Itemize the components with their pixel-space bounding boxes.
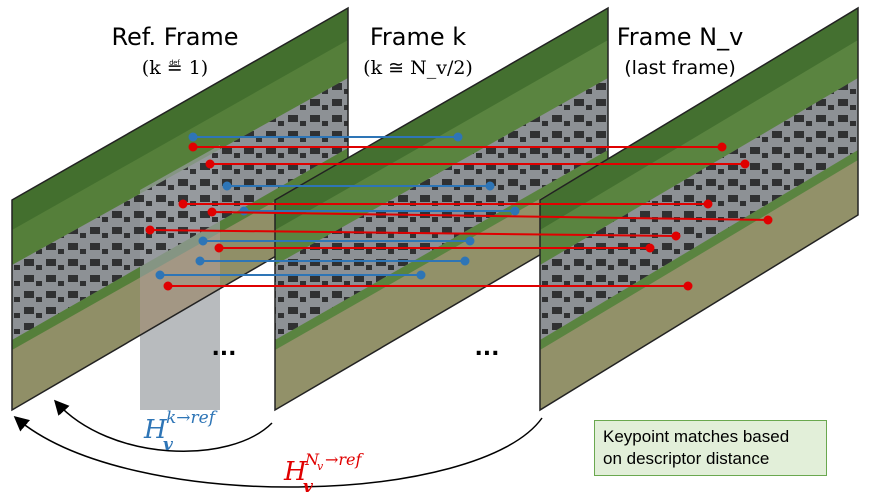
red-match-line bbox=[149, 229, 677, 237]
frame-sub-k: (k ≅ N_v/2) bbox=[363, 57, 473, 79]
svg-text:H: H bbox=[143, 415, 168, 445]
ellipsis-2: ... bbox=[474, 336, 499, 361]
svg-text:k→ref: k→ref bbox=[166, 408, 218, 428]
homography-arrow-last bbox=[13, 416, 543, 488]
legend-line-1: Keypoint matches based bbox=[603, 427, 790, 446]
frame-title-ref: Ref. Frame bbox=[111, 23, 238, 51]
svg-text:v: v bbox=[163, 435, 174, 455]
homography-label-last: H v N v →ref bbox=[283, 450, 365, 497]
homography-label-k: H v k→ref bbox=[143, 408, 218, 455]
svg-text:v: v bbox=[303, 477, 314, 497]
blue-match-lines bbox=[155, 132, 520, 280]
frame-title-k: Frame k bbox=[370, 23, 466, 51]
homography-arrow-k bbox=[53, 399, 273, 452]
red-match-line bbox=[211, 211, 769, 221]
frame-title-last: Frame N_v bbox=[617, 23, 744, 51]
frame-image-ref bbox=[11, 6, 349, 412]
ellipsis-1: ... bbox=[211, 336, 236, 361]
svg-text:v: v bbox=[317, 460, 324, 473]
frame-sub-last: (last frame) bbox=[624, 57, 735, 79]
svg-text:H: H bbox=[283, 457, 308, 487]
legend-line-2: on descriptor distance bbox=[603, 449, 770, 468]
legend-box: Keypoint matches based on descriptor dis… bbox=[594, 420, 827, 476]
frame-image-last bbox=[539, 6, 859, 412]
svg-text:→ref: →ref bbox=[325, 450, 365, 469]
svg-text:N: N bbox=[304, 450, 320, 469]
frame-sub-ref: (k ≝ 1) bbox=[142, 57, 208, 79]
red-match-lines bbox=[145, 142, 773, 291]
